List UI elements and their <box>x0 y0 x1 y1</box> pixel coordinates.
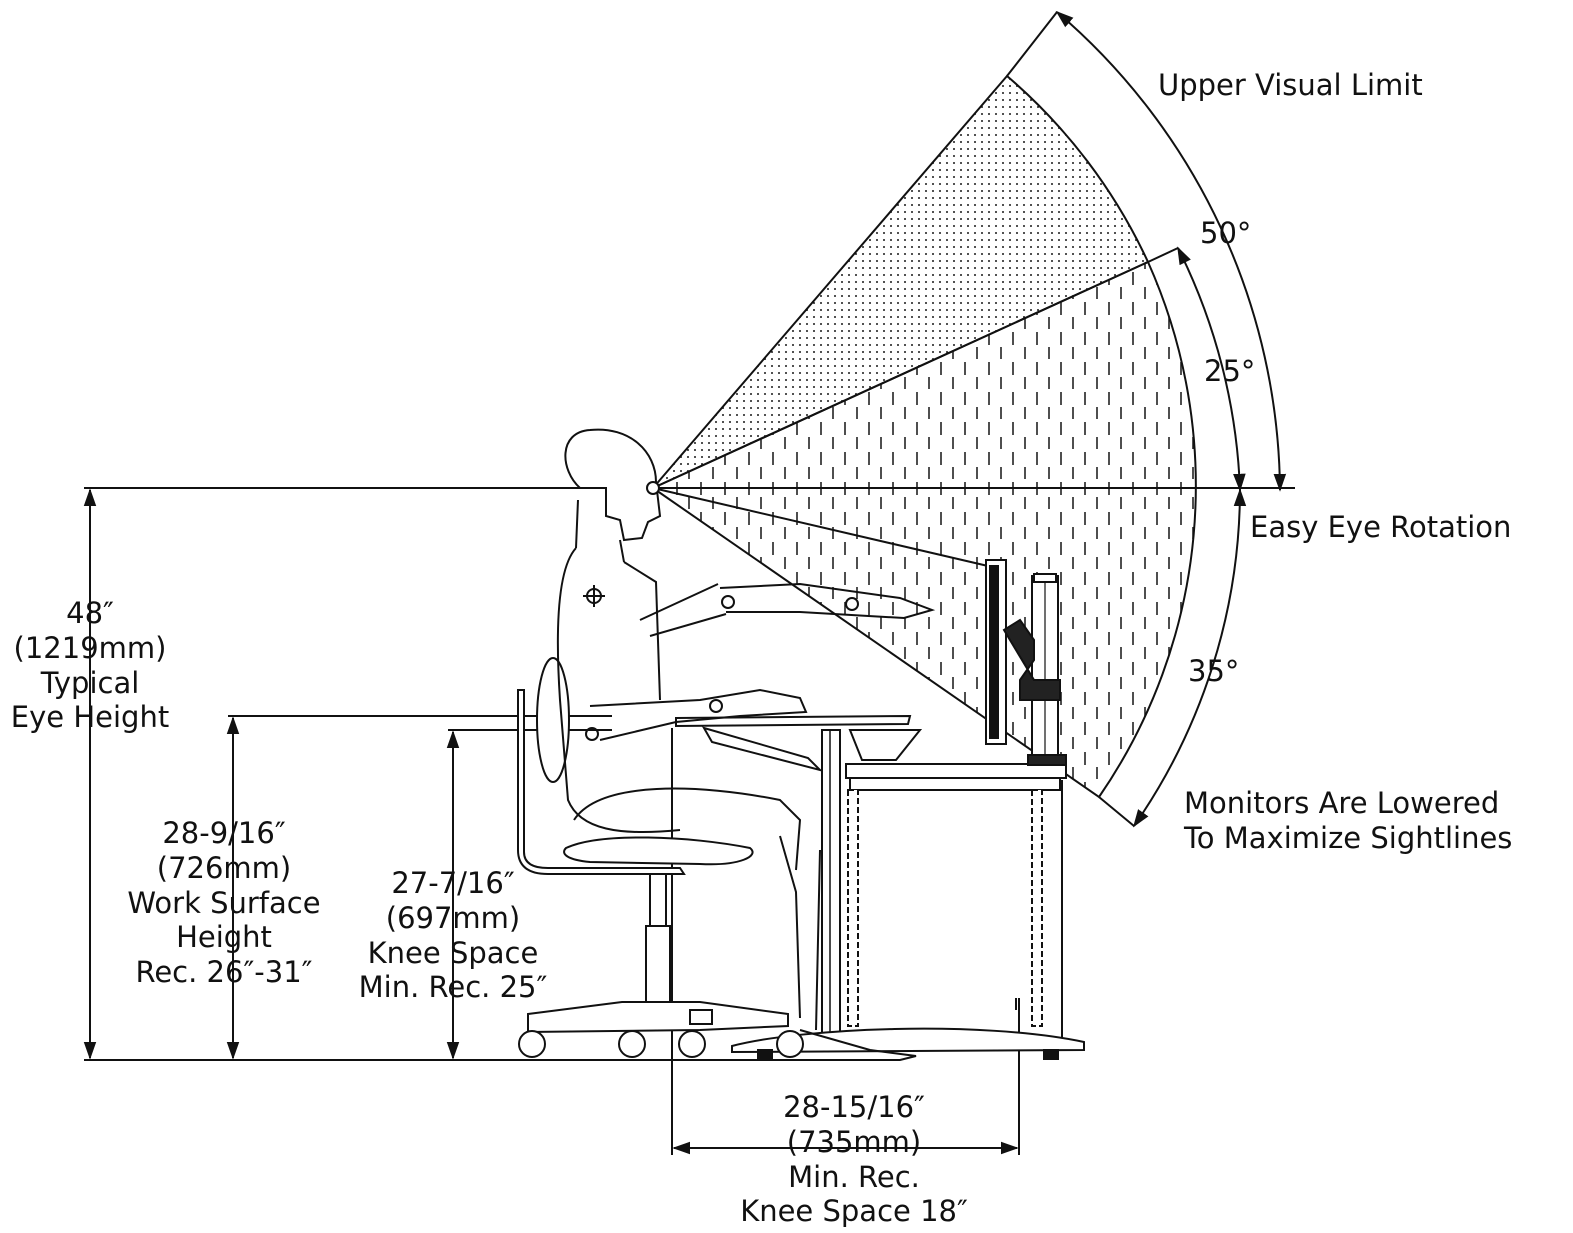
cabinet-left-panel <box>847 789 859 1027</box>
chair-backrest <box>536 657 570 783</box>
desk-base <box>731 1027 1085 1054</box>
arc-50-degrees <box>1055 10 1287 492</box>
office-chair <box>517 657 804 1058</box>
eye-height-label: 48″ (1219mm) Typical Eye Height <box>10 596 170 735</box>
angle-50-label: 50° <box>1200 216 1252 250</box>
work-surface <box>675 714 912 728</box>
desk-lower-surface <box>845 763 1067 779</box>
monitor-assembly <box>985 559 1067 766</box>
angle-arcs <box>1006 10 1287 828</box>
cabinet-right-panel <box>1031 789 1043 1027</box>
dimension-lines <box>83 487 1020 1155</box>
person-lower-arm <box>589 688 808 741</box>
easy-eye-rotation-label: Easy Eye Rotation <box>1250 510 1512 544</box>
keyboard-tray <box>701 726 824 772</box>
arc-35-degrees <box>1132 488 1247 828</box>
upper-visual-limit-label: Upper Visual Limit <box>1158 68 1423 102</box>
person-torso <box>556 547 681 834</box>
arc-25-degrees <box>1177 246 1246 492</box>
chair-base <box>527 1001 789 1034</box>
chair-post <box>649 873 667 927</box>
person-thigh <box>573 787 802 871</box>
seated-person <box>556 428 936 1061</box>
knee-space-height-label: 27-7/16″ (697mm) Knee Space Min. Rec. 25… <box>358 866 548 1005</box>
eye-point-icon <box>646 481 660 495</box>
monitors-lowered-label: Monitors Are Lowered To Maximize Sightli… <box>1184 786 1513 855</box>
angle-35-label: 35° <box>1188 654 1240 688</box>
knee-space-depth-label: 28-15/16″ (735mm) Min. Rec. Knee Space 1… <box>740 1090 968 1229</box>
person-head <box>564 428 662 542</box>
chair-back-frame <box>517 689 686 875</box>
person-forearm <box>719 582 936 620</box>
chair-seat <box>563 836 754 866</box>
elbow-joint-icon <box>721 595 735 609</box>
person-neck <box>575 499 625 563</box>
chair-caster <box>518 1030 546 1058</box>
person-upper-arm <box>639 583 727 637</box>
person-foot <box>799 1029 917 1061</box>
work-surface-height-label: 28-9/16″ (726mm) Work Surface Height Rec… <box>127 816 321 990</box>
monitor-arm <box>1002 618 1061 701</box>
desk <box>675 714 1085 1060</box>
angle-25-label: 25° <box>1204 354 1256 388</box>
desk-column <box>821 729 841 1041</box>
person-lower-leg <box>779 835 821 1031</box>
